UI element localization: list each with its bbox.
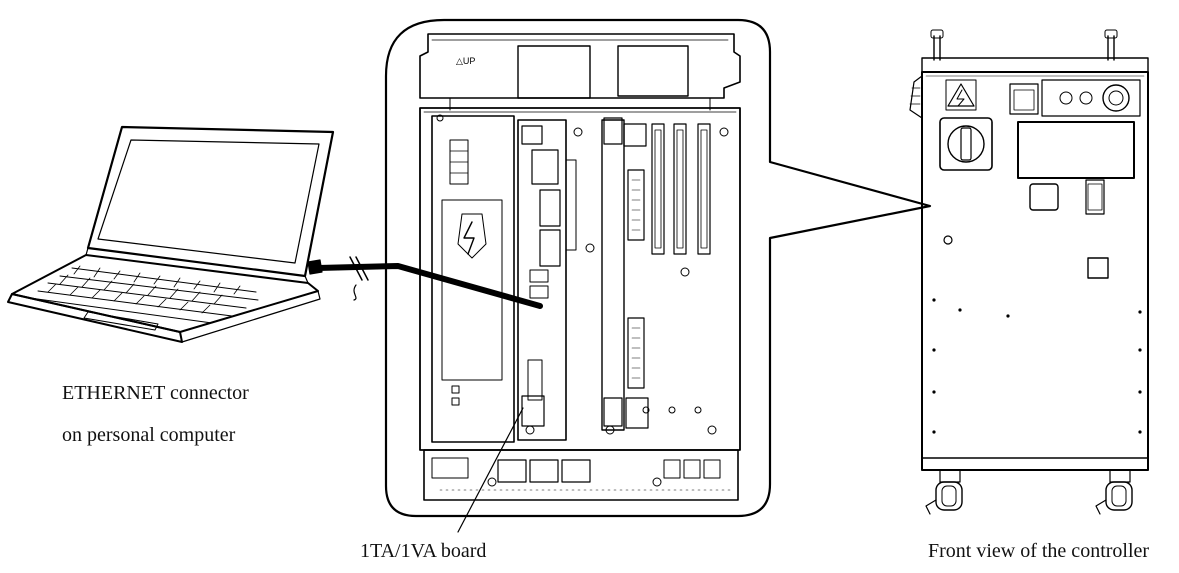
pc-caption-line1: ETHERNET connector [62, 382, 249, 405]
pc-caption-line2: on personal computer [62, 424, 235, 447]
board-caption: 1TA/1VA board [360, 540, 486, 563]
ethernet-cable [318, 257, 540, 306]
up-label: △UP [456, 56, 475, 66]
laptop-illustration [8, 127, 333, 342]
board-panel-detail [420, 34, 740, 500]
controller-caption: Front view of the controller [928, 540, 1149, 563]
controller-cabinet [910, 30, 1148, 514]
